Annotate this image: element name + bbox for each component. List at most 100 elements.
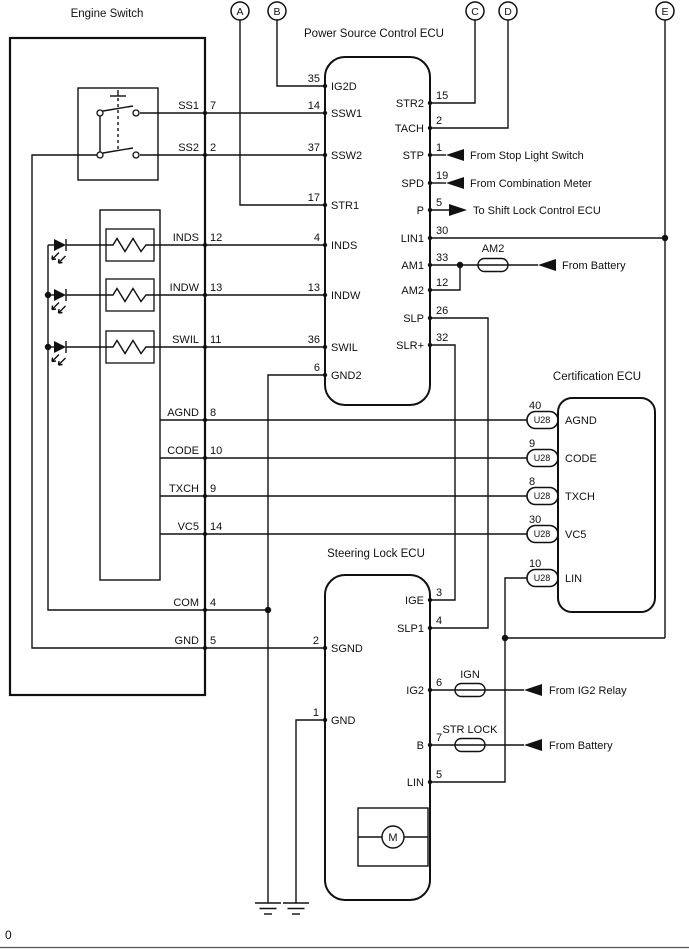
steer-pin-label-gnd: GND: [331, 715, 356, 727]
connector-circles: A B C D E: [230, 1, 675, 21]
wire-c-str2: [430, 20, 476, 104]
engine-pin-label-indw: INDW: [170, 282, 200, 294]
psc-pin-label-str1: STR1: [331, 200, 359, 212]
switch-contacts-icon: [96, 90, 140, 159]
note-stp: From Stop Light Switch: [470, 150, 584, 162]
engine-pin-num-txch: 9: [210, 483, 216, 495]
psc-pin-num-str2: 15: [436, 90, 448, 102]
psc-pin-label-ig2d: IG2D: [331, 81, 357, 93]
psc-pin-label-am1: AM1: [401, 260, 424, 272]
wire-gnd2-ground: [267, 374, 325, 903]
engine-pin-num-gnd: 5: [210, 635, 216, 647]
psc-pin-num-ssw1: 14: [308, 100, 320, 112]
engine-pin-num-inds: 12: [210, 232, 222, 244]
engine-pin-label-inds: INDS: [173, 232, 199, 244]
pin-dots: [202, 83, 433, 785]
certification-ecu-box: [557, 397, 656, 613]
fuse-label-strlock: STR LOCK: [442, 724, 498, 736]
engine-pin-num-swil: 11: [210, 334, 221, 346]
wire-steering-gnd-ground: [295, 719, 325, 903]
page-corner-number: 0: [5, 928, 12, 942]
certification-ecu-title: Certification ECU: [553, 371, 641, 383]
wire-slp-slp1: [430, 317, 489, 629]
engine-pin-label-txch: TXCH: [169, 483, 199, 495]
psc-ecu-title: Power Source Control ECU: [304, 28, 444, 40]
engine-switch-box: [8, 36, 207, 697]
arrow-am1-icon: [538, 259, 556, 271]
engine-pin-num-ss1: 7: [210, 100, 216, 112]
psc-pin-num-stp: 1: [436, 142, 442, 154]
cert-conn-lin: U28: [534, 573, 551, 583]
wire-switch-common-gnd: [31, 154, 325, 649]
psc-pin-num-spd: 19: [436, 170, 448, 182]
engine-pin-num-com: 4: [210, 597, 216, 609]
cert-pin-num-txch: 8: [529, 476, 535, 488]
connector-b-label: B: [273, 6, 280, 18]
psc-pin-label-str2: STR2: [396, 98, 424, 110]
steering-lock-ecu-box: [324, 574, 431, 901]
cert-pin-label-vc5: VC5: [565, 529, 586, 541]
arrow-b-icon: [524, 739, 542, 751]
arrow-spd-icon: [446, 177, 464, 189]
wire-led-common-com: [47, 245, 268, 611]
psc-pin-num-gnd2: 6: [314, 362, 320, 374]
psc-pin-num-slp: 26: [436, 305, 448, 317]
cert-conn-code: U28: [534, 453, 551, 463]
engine-pin-label-ss1: SS1: [178, 100, 199, 112]
engine-pin-num-ss2: 2: [210, 142, 216, 154]
psc-pin-label-inds: INDS: [331, 240, 357, 252]
psc-pin-num-swil: 36: [308, 334, 320, 346]
junction-dots: [44, 234, 669, 642]
wire-d-tach: [430, 20, 509, 129]
psc-pin-num-p: 5: [436, 197, 442, 209]
steer-pin-num-sgnd: 2: [313, 635, 319, 647]
engine-pin-num-code: 10: [210, 445, 222, 457]
psc-pin-label-ssw2: SSW2: [331, 150, 362, 162]
fuse-label-ign: IGN: [460, 669, 480, 681]
psc-pin-label-indw: INDW: [331, 290, 361, 302]
fuse-label-am2: AM2: [482, 243, 505, 255]
arrow-p-icon: [449, 204, 467, 216]
cert-conn-agnd: U28: [534, 415, 551, 425]
note-ig2: From IG2 Relay: [549, 685, 627, 697]
resistor-inds-icon: [105, 228, 155, 262]
steer-pin-label-lin: LIN: [407, 777, 424, 789]
psc-pin-num-inds: 4: [314, 232, 320, 244]
cert-pin-num-agnd: 40: [529, 400, 541, 412]
resistor-swil-icon: [105, 330, 155, 364]
engine-pin-num-vc5: 14: [210, 521, 222, 533]
steer-pin-label-ige: IGE: [405, 595, 424, 607]
steer-pin-num-lin: 5: [436, 769, 442, 781]
wire-am2-branch: [430, 265, 461, 291]
psc-pin-label-p: P: [417, 205, 424, 217]
psc-pin-label-tach: TACH: [395, 123, 424, 135]
wire-b-ig2d: [276, 20, 325, 87]
motor-icon: M: [357, 807, 429, 867]
note-spd: From Combination Meter: [470, 178, 592, 190]
engine-pin-label-agnd: AGND: [167, 407, 199, 419]
resistor-module-box: [99, 209, 161, 581]
arrow-stp-icon: [446, 149, 464, 161]
steer-pin-label-slp1: SLP1: [397, 623, 424, 635]
engine-pin-label-swil: SWIL: [172, 334, 199, 346]
psc-pin-label-swil: SWIL: [331, 342, 358, 354]
ground-icon-2: [282, 902, 310, 915]
engine-pin-label-gnd: GND: [175, 635, 200, 647]
steer-pin-label-sgnd: SGND: [331, 643, 363, 655]
note-b: From Battery: [549, 740, 613, 752]
ignition-switch-box: [77, 87, 159, 181]
connector-a-label: A: [236, 6, 243, 18]
note-am1: From Battery: [562, 260, 626, 272]
led-indw-icon: [47, 288, 107, 314]
connector-c-label: C: [471, 6, 479, 18]
connector-e-label: E: [661, 6, 668, 18]
psc-pin-num-am1: 33: [436, 252, 448, 264]
wire-slr-ige: [430, 344, 456, 601]
steer-pin-num-ig2: 6: [436, 677, 442, 689]
cert-pin-num-code: 9: [529, 438, 535, 450]
